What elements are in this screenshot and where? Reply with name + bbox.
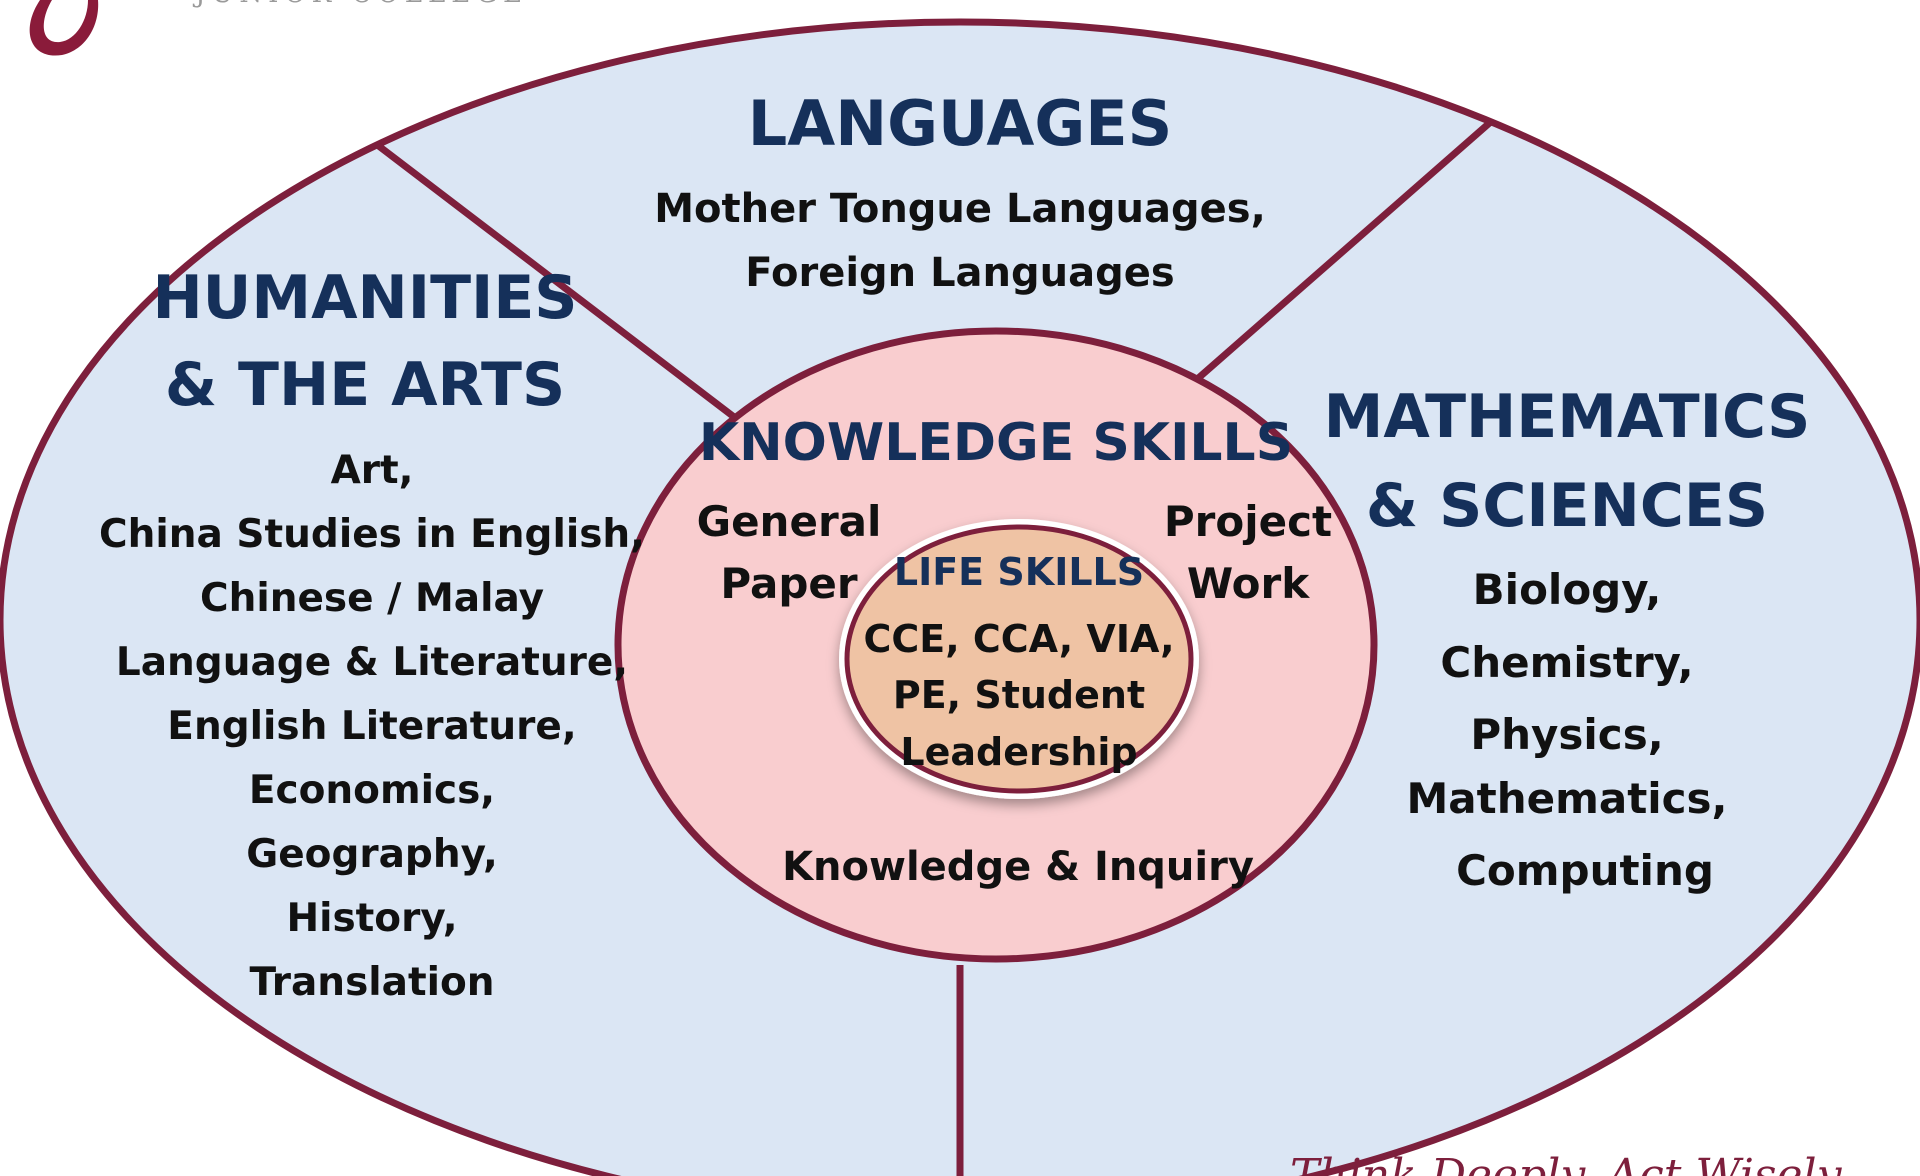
humanities-title: & THE ARTS (165, 350, 565, 420)
life-skills-title: LIFE SKILLS (894, 550, 1144, 594)
maths-title: MATHEMATICS (1324, 382, 1811, 452)
humanities-line: Chinese / Malay (200, 576, 544, 621)
maths-line: Computing (1456, 846, 1714, 895)
languages-line: Mother Tongue Languages, (654, 186, 1266, 232)
project-work-label: Project (1164, 497, 1332, 546)
logo-mark (29, 0, 99, 56)
humanities-line: China Studies in English, (99, 512, 645, 557)
maths-line: Mathematics, (1406, 774, 1727, 823)
maths-title: & SCIENCES (1366, 471, 1768, 541)
knowledge-inquiry-label: Knowledge & Inquiry (782, 844, 1254, 890)
logo-college-text: JUNIOR COLLEGE (192, 0, 528, 9)
tagline: Think Deeply, Act Wisely (1290, 1150, 1843, 1176)
maths-sciences-section: MATHEMATICS & SCIENCES Biology, Chemistr… (1324, 382, 1811, 895)
humanities-line: Translation (249, 960, 494, 1005)
humanities-line: Geography, (246, 832, 498, 877)
maths-line: Biology, (1473, 565, 1662, 614)
languages-title: LANGUAGES (748, 87, 1173, 160)
knowledge-skills-title: KNOWLEDGE SKILLS (699, 413, 1293, 473)
humanities-title: HUMANITIES (152, 263, 577, 333)
humanities-line: Economics, (249, 768, 495, 813)
life-skills-line: Leadership (900, 730, 1137, 774)
knowledge-skills-section: KNOWLEDGE SKILLS General Paper Project W… (697, 413, 1333, 890)
humanities-line: Language & Literature, (116, 640, 628, 685)
maths-line: Physics, (1470, 710, 1663, 759)
humanities-line: English Literature, (167, 704, 576, 749)
project-work-label: Work (1187, 559, 1310, 608)
life-skills-line: PE, Student (893, 673, 1145, 717)
divider-left (360, 131, 741, 423)
general-paper-label: Paper (720, 559, 858, 608)
life-skills-line: CCE, CCA, VIA, (863, 617, 1174, 661)
languages-line: Foreign Languages (745, 250, 1174, 296)
general-paper-label: General (697, 497, 882, 546)
divider-right (1192, 109, 1505, 384)
humanities-line: History, (286, 896, 457, 941)
college-logo: JUNIOR COLLEGE (29, 0, 528, 56)
humanities-line: Art, (331, 448, 414, 493)
humanities-section: HUMANITIES & THE ARTS Art, China Studies… (99, 263, 645, 1005)
maths-line: Chemistry, (1440, 638, 1693, 687)
life-skills-section: LIFE SKILLS CCE, CCA, VIA, PE, Student L… (863, 550, 1174, 774)
life-skills-inner (844, 524, 1194, 794)
languages-section: LANGUAGES Mother Tongue Languages, Forei… (654, 87, 1266, 296)
